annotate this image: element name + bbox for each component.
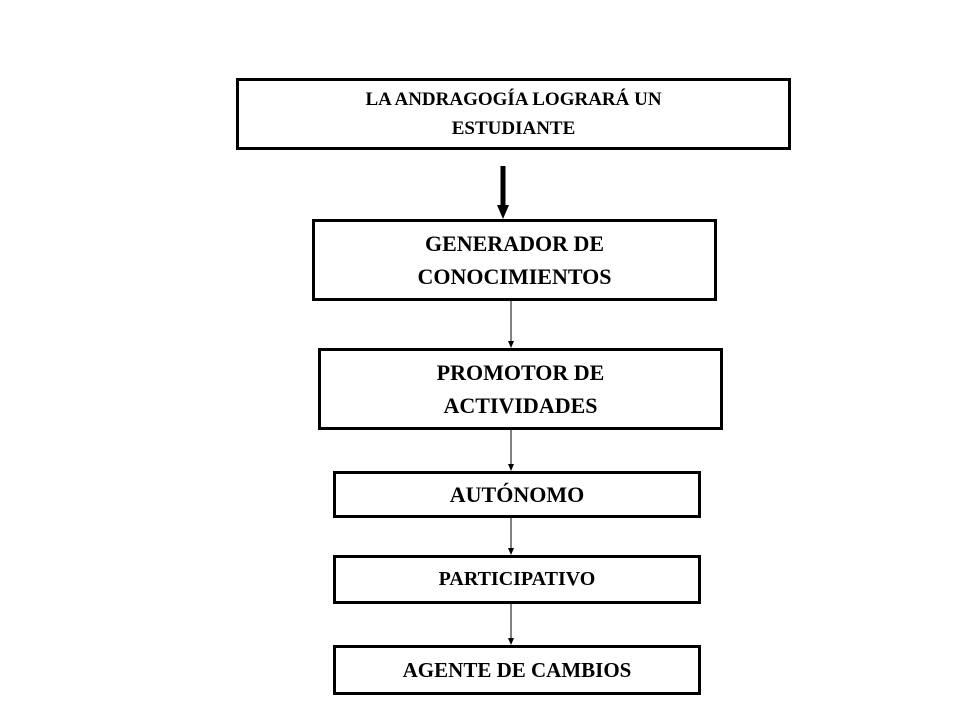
arrowhead-4 [508,638,514,645]
node-autonomo: AUTÓNOMO [333,471,701,518]
node-label: LA ANDRAGOGÍA LOGRARÁ UN ESTUDIANTE [365,89,662,139]
node-agente-de-cambios: AGENTE DE CAMBIOS [333,645,701,695]
node-label: AUTÓNOMO [449,481,585,507]
node-andragogia-estudiante: LA ANDRAGOGÍA LOGRARÁ UN ESTUDIANTE [236,78,791,150]
node-label: AGENTE DE CAMBIOS [402,657,632,682]
node-label: PARTICIPATIVO [438,568,596,590]
arrowhead-3 [508,548,514,555]
node-promotor-de-actividades: PROMOTOR DE ACTIVIDADES [318,348,723,430]
node-generador-de-conocimientos: GENERADOR DE CONOCIMIENTOS [312,219,717,301]
node-label: GENERADOR DE CONOCIMIENTOS [417,231,612,289]
node-label: PROMOTOR DE ACTIVIDADES [436,360,605,418]
arrowhead-2 [508,464,514,471]
arrowhead-0 [497,205,509,219]
arrowhead-1 [508,341,514,348]
node-participativo: PARTICIPATIVO [333,555,701,604]
